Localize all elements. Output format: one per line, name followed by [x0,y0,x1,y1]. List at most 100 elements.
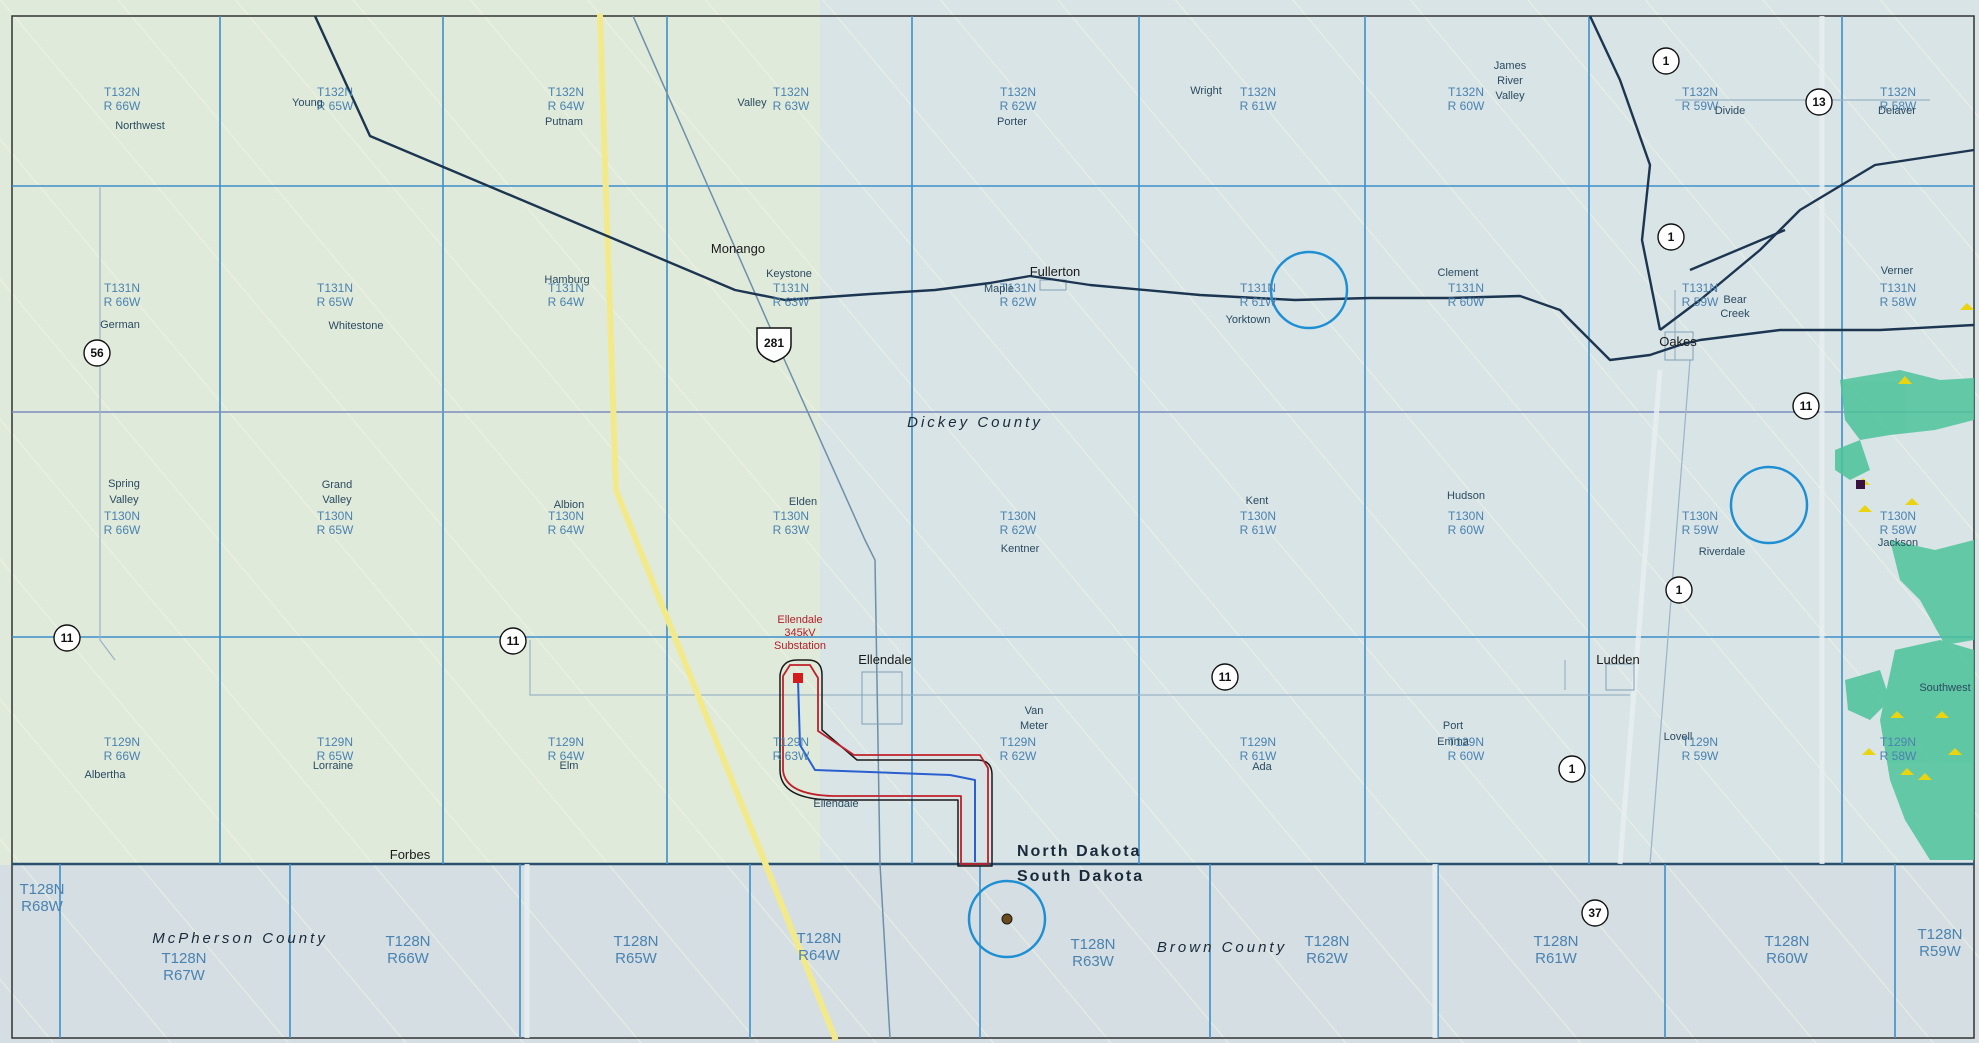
township-range: R 59W [1682,99,1719,113]
township-range: R 58W [1880,523,1917,537]
state-route-11-east-shield: 11 [1792,392,1820,420]
township-number: T130N [317,509,353,523]
place-delvan: Delaver [1878,105,1916,117]
town-fullerton: Fullerton [1030,264,1081,279]
township-number: T132N [1880,85,1916,99]
sd-township-range: R65W [615,950,658,967]
township-range: R 62W [1000,99,1037,113]
place-putnam: Putnam [545,116,583,128]
township-range: R 59W [1682,523,1719,537]
township-number: T131N [1682,281,1718,295]
township-number: T131N [1448,281,1484,295]
place-hamburg: Hamburg [544,274,589,286]
township-range: R 60W [1448,749,1485,763]
state-route-1-ludden-shield: 1 [1558,755,1586,783]
svg-text:1: 1 [1676,583,1683,597]
township-number: T129N [317,735,353,749]
township-range: R 65W [317,295,354,309]
township-range: R 61W [1240,749,1277,763]
township-number: T132N [1448,85,1484,99]
place-lorraine: Lorraine [313,760,353,772]
sd-township-labels: T128NR68WT128NR67WT128NR66WT128NR65WT128… [19,881,1962,984]
township-range: R 59W [1682,749,1719,763]
route-shields: 1 13 1 56 11 1 11 11 11 1 37 281 [53,47,1833,927]
study-circles [967,250,1809,959]
substation-label-2: 345kV [784,627,816,639]
wetland-patches [1835,370,1974,860]
sd-township-number: T128N [796,930,841,947]
substation-label-1: Ellendale [777,614,822,626]
township-range: R 58W [1880,99,1917,113]
township-range: R 63W [773,749,810,763]
place-maple: Maple [984,283,1014,295]
sd-township-range: R63W [1072,953,1115,970]
well-markers [1856,303,1974,780]
township-number: T129N [104,735,140,749]
township-range: R 64W [548,749,585,763]
township-number: T132N [1000,85,1036,99]
township-number: T131N [104,281,140,295]
township-number: T129N [1240,735,1276,749]
place-jackson: Jackson [1878,537,1918,549]
svg-text:56: 56 [90,346,104,360]
sd-township-range: R62W [1306,950,1349,967]
sd-township-number: T128N [1070,936,1115,953]
sd-township-range: R66W [387,950,430,967]
sd-township-range: R68W [21,898,64,915]
state-route-11-west-shield: 11 [53,624,81,652]
state-route-1-north-shield: 1 [1652,47,1680,75]
svg-text:1: 1 [1668,230,1675,244]
transmission-lines [313,15,1975,362]
state-route-11-mid-shield: 11 [499,627,527,655]
place-bear-1: Bear [1723,294,1747,306]
township-number: T132N [773,85,809,99]
south-dakota-label: South Dakota [1017,868,1144,885]
svg-text:1: 1 [1663,54,1670,68]
state-route-56-shield: 56 [83,339,111,367]
place-young: Young [292,97,323,109]
place-emma: Emma [1437,736,1470,748]
dickey-county-label: Dickey County [907,414,1043,431]
place-ada: Ada [1252,761,1272,773]
site-marker [1001,913,1013,925]
sd-township-number: T128N [1304,933,1349,950]
township-range: R 65W [317,523,354,537]
township-number: T131N [1240,281,1276,295]
place-grand-1: Grand [322,479,353,491]
township-range: R 60W [1448,523,1485,537]
svg-text:11: 11 [1800,399,1813,413]
township-number: T131N [773,281,809,295]
township-range: R 58W [1880,749,1917,763]
map-frame [11,15,1975,1039]
place-elden: Elden [789,496,817,508]
township-number: T132N [1682,85,1718,99]
township-range: R 65W [317,99,354,113]
township-number: T130N [1682,509,1718,523]
sd-township-number: T128N [613,933,658,950]
town-monango: Monango [711,241,765,256]
township-number: T129N [773,735,809,749]
sd-township-range: R64W [798,947,841,964]
township-range: R 66W [104,749,141,763]
secondary-roads [99,99,1930,865]
sd-township-number: T128N [1764,933,1809,950]
state-route-1-south-shield: 1 [1665,576,1693,604]
place-verner: Verner [1881,265,1914,277]
place-german: German [100,319,140,331]
substation-label-3: Substation [774,640,826,652]
township-number: T130N [1880,509,1916,523]
township-number: T132N [104,85,140,99]
place-meter: Meter [1020,720,1048,732]
place-hudson: Hudson [1447,490,1485,502]
township-number: T132N [1240,85,1276,99]
township-number: T131N [317,281,353,295]
township-range: R 66W [104,99,141,113]
township-range: R 59W [1682,295,1719,309]
township-number: T132N [548,85,584,99]
place-elm: Elm [560,760,579,772]
svg-text:281: 281 [764,336,784,350]
township-number: T132N [317,85,353,99]
us-route-281-shield: 281 [756,327,792,363]
place-wright: Wright [1190,85,1222,97]
